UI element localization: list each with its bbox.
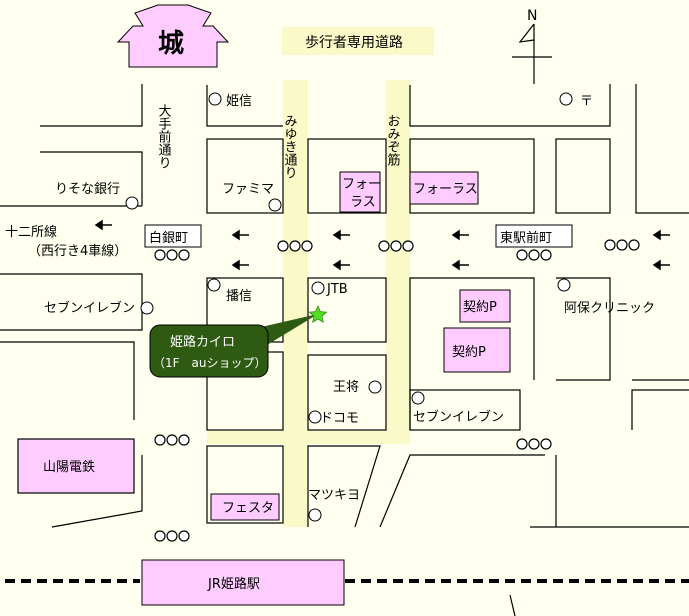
forus-small-line1: フォー <box>342 177 381 192</box>
signal-right <box>604 239 640 251</box>
matsukiyo-label: マツキヨ <box>308 488 360 503</box>
jtb-label: JTB <box>326 282 348 297</box>
signal-miyuki <box>277 240 313 252</box>
docomo-label: ドコモ <box>320 411 359 426</box>
abo-clinic-label: 阿保クリニック <box>564 301 655 316</box>
street-lines <box>0 84 689 616</box>
seven-center-marker <box>411 391 425 405</box>
seven-left-label: セブンイレブン <box>44 300 135 316</box>
target-star-icon <box>308 304 328 324</box>
signal-shirogane <box>154 249 190 261</box>
target-callout <box>149 324 269 378</box>
forus-box <box>409 171 479 205</box>
keiyaku1-label: 契約P <box>463 300 497 315</box>
pedestrian-crossing <box>207 430 410 444</box>
forus-small-line2: ラス <box>350 195 376 210</box>
banshin-marker <box>207 278 221 292</box>
castle-label: 城 <box>158 29 184 59</box>
otemae-street-label: 大手前通り <box>156 104 172 169</box>
post-office-label: 〒 <box>580 94 593 109</box>
target-sub: （1F auショップ） <box>153 356 267 370</box>
signal-omizo <box>378 240 414 252</box>
festa-box <box>210 493 280 521</box>
pedestrian-street-miyuki <box>283 80 308 527</box>
signal-station <box>154 530 190 542</box>
keiyaku1-box <box>459 289 511 323</box>
familymart-marker <box>268 198 282 212</box>
keiyaku2-label: 契約P <box>452 345 486 360</box>
forus-small-box <box>339 171 381 213</box>
sanyo-block <box>17 438 135 494</box>
jr-station-box <box>141 559 345 606</box>
pedestrian-street-omizo <box>386 80 410 444</box>
docomo-marker <box>308 410 322 424</box>
juniso-line-sub: （西行き4車線） <box>28 243 127 259</box>
festa-label: フェスタ <box>222 501 274 516</box>
juniso-line-label: 十二所線 <box>5 224 57 240</box>
signal-center <box>516 438 552 450</box>
north-label: N <box>527 8 537 24</box>
miyuki-street-label: みゆき通り <box>282 114 298 179</box>
post-office-marker <box>559 92 573 106</box>
banshin-label: 播信 <box>226 289 252 304</box>
himeshin-label: 姫信 <box>226 94 252 109</box>
higashi-ekimae-box <box>495 224 573 248</box>
signal-higashi-ekimae <box>516 249 552 261</box>
higashi-ekimae-label: 東駅前町 <box>500 230 552 246</box>
shirogane-box <box>144 224 202 248</box>
forus-label: フォーラス <box>413 182 478 197</box>
keiyaku2-box <box>443 327 511 373</box>
north-arrow-icon <box>512 23 552 84</box>
jr-station-label: JR姫路駅 <box>207 576 260 592</box>
resona-label: りそな銀行 <box>55 182 120 197</box>
signal-sanyo <box>154 434 190 446</box>
jtb-marker <box>311 281 325 295</box>
castle-icon <box>116 4 230 68</box>
himeshin-marker <box>208 92 222 106</box>
pedestrian-road-label: 歩行者専用道路 <box>305 35 403 51</box>
resona-marker <box>125 196 139 210</box>
sanyo-label: 山陽電鉄 <box>43 460 95 475</box>
abo-clinic-marker <box>557 278 571 292</box>
target-name: 姫路カイロ <box>170 334 235 350</box>
shirogane-label: 白銀町 <box>149 230 188 246</box>
seven-center-label: セブンイレブン <box>413 409 504 425</box>
pedestrian-road-label-box <box>282 27 434 55</box>
omizo-street-label: おみぞ筋 <box>385 114 401 166</box>
osho-marker <box>368 380 382 394</box>
seven-left-marker <box>140 301 154 315</box>
shop-markers <box>125 92 573 522</box>
westbound-arrow-icons <box>94 219 670 271</box>
familymart-label: ファミマ <box>222 182 274 197</box>
matsukiyo-marker <box>308 508 322 522</box>
traffic-signal-icons <box>154 239 640 542</box>
osho-label: 王将 <box>333 380 359 395</box>
